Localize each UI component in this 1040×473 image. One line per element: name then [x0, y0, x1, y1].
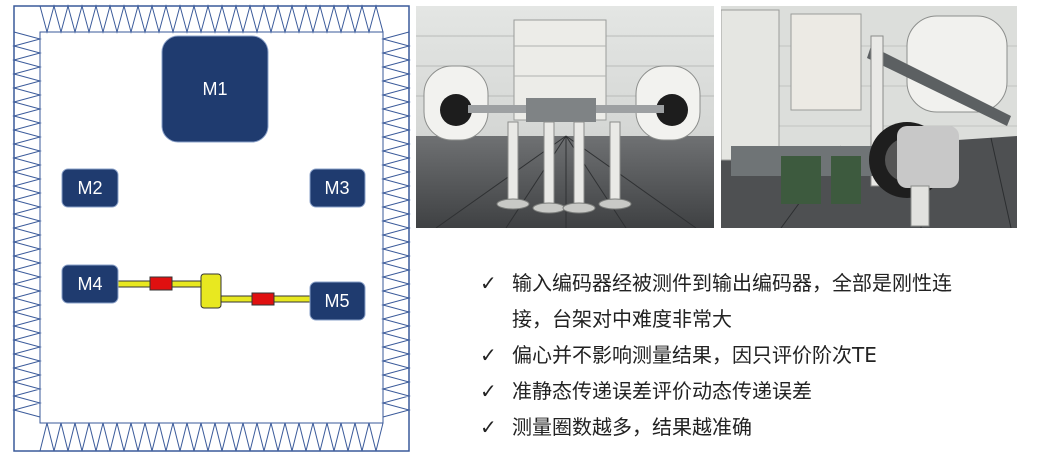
absorber-wedge-row [12, 31, 42, 418]
list-item: ✓ 测量圈数越多，结果越准确 [478, 409, 1038, 445]
motor-m2-label: M2 [77, 178, 102, 198]
findings-list: ✓ 输入编码器经被测件到输出编码器，全部是刚性连 接，台架对中难度非常大 ✓ 偏… [478, 265, 1038, 445]
motor-m2: M2 [61, 168, 119, 208]
check-icon: ✓ [480, 415, 497, 439]
list-item: ✓ 输入编码器经被测件到输出编码器，全部是刚性连 接，台架对中难度非常大 [478, 265, 1038, 337]
bullet-text: 输入编码器经被测件到输出编码器，全部是刚性连 [512, 271, 952, 295]
absorber-wedge-row [39, 422, 384, 452]
bullet-text-continued: 接，台架对中难度非常大 [512, 307, 732, 331]
list-item: ✓ 准静态传递误差评价动态传递误差 [478, 373, 1038, 409]
motor-m5: M5 [309, 281, 366, 321]
output-coupling [251, 292, 275, 306]
bench-photo-closeup [721, 6, 1017, 228]
list-item: ✓ 偏心并不影响测量结果，因只评价阶次TE [478, 337, 1038, 373]
bench-photo-overview [416, 6, 714, 228]
test-specimen [200, 273, 222, 309]
bullet-text: 偏心并不影响测量结果，因只评价阶次TE [512, 343, 877, 367]
bullet-text: 准静态传递误差评价动态传递误差 [512, 379, 812, 403]
input-coupling [149, 276, 173, 291]
check-icon: ✓ [480, 343, 497, 367]
motor-m1: M1 [161, 35, 269, 143]
motor-m4: M4 [61, 264, 119, 304]
room-inner-wall [39, 31, 384, 424]
driveline [117, 273, 313, 309]
test-bench-diagram: M1 M2 M3 M4 M5 [12, 4, 411, 452]
motor-m4-label: M4 [77, 274, 102, 294]
motor-m5-label: M5 [324, 291, 349, 311]
motor-m1-label: M1 [202, 79, 227, 99]
absorber-wedge-row [39, 4, 384, 34]
check-icon: ✓ [480, 271, 497, 295]
check-icon: ✓ [480, 379, 497, 403]
absorber-wedge-row [381, 31, 411, 418]
motor-m3-label: M3 [324, 178, 349, 198]
motor-m3: M3 [309, 168, 366, 208]
absorber-wedges [12, 4, 411, 452]
bullet-text: 测量圈数越多，结果越准确 [512, 415, 752, 439]
